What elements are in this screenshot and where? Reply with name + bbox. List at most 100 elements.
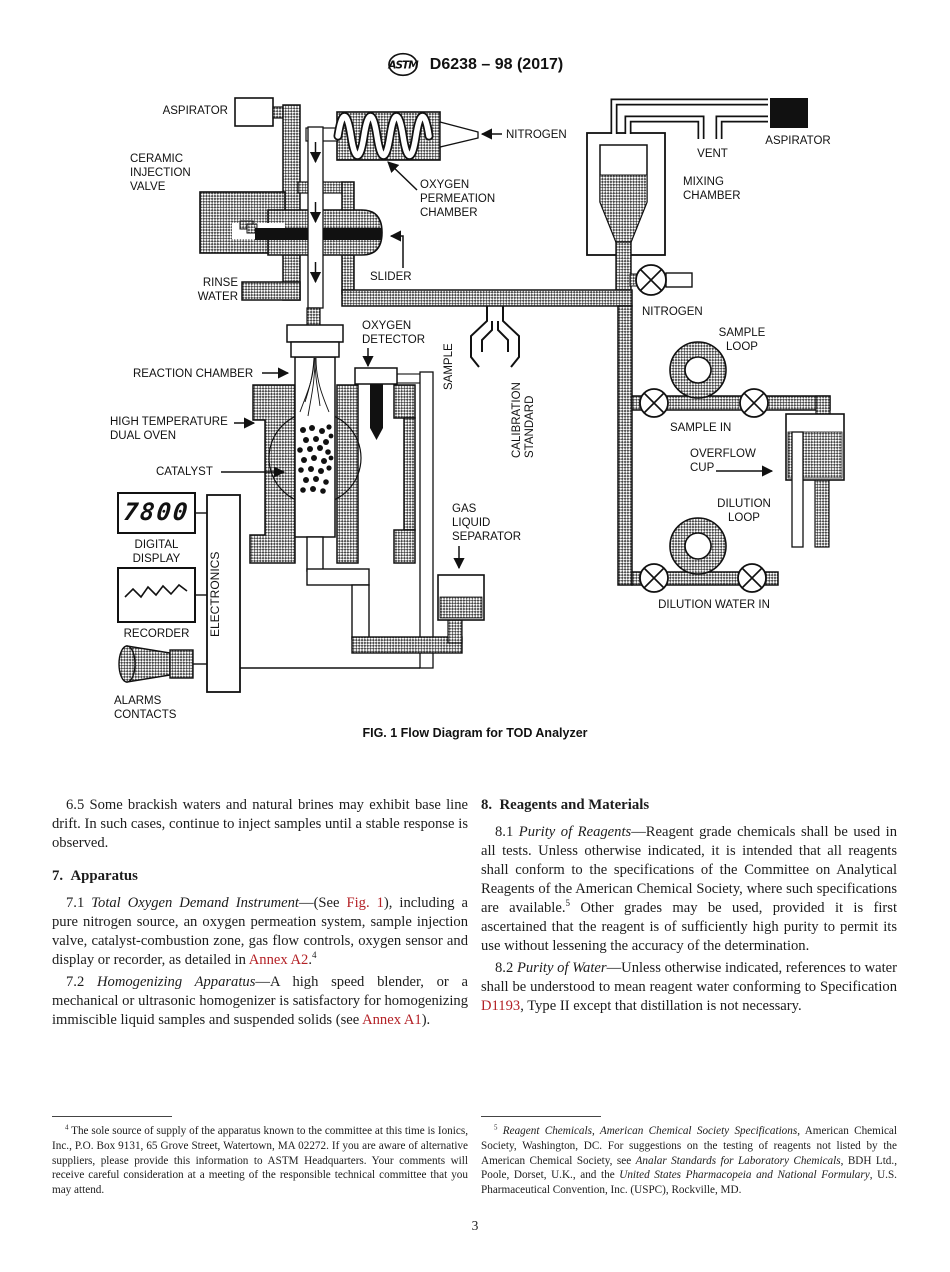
paragraph-8-1: 8.1 Purity of Reagents—Reagent grade che…: [481, 823, 897, 956]
page-number: 3: [471, 1218, 479, 1233]
astm-logo-icon: ASTM: [387, 52, 420, 77]
label-nitrogen-top: NITROGEN: [506, 129, 567, 141]
label-oxygen-permeation-chamber: OXYGEN PERMEATION CHAMBER: [420, 179, 496, 220]
text-run: —A high speed blender, or a mechanical o…: [52, 974, 469, 1028]
right-column: 8. Reagents and Materials 8.1 Purity of …: [481, 796, 897, 1198]
body-columns: 6.5 Some brackish waters and natural bri…: [52, 796, 898, 1198]
footnote-4-marker: 4: [65, 1123, 69, 1132]
text-run: , Type II except that distillation is no…: [520, 998, 802, 1014]
footnote-ref-4: 4: [312, 950, 317, 961]
footnote-5-italic: Analar Standards for Laboratory Chemical…: [635, 1154, 841, 1167]
footnote-5-text: , U.S. Pharmaceutical Convention, Inc. (…: [481, 1169, 897, 1197]
electronics-module: [193, 494, 420, 693]
sample-injection-tube: [307, 126, 324, 309]
recorder: [117, 567, 196, 623]
label-catalyst: CATALYST: [156, 466, 213, 478]
para-title: Total Oxygen Demand Instrument: [91, 895, 299, 911]
spray-lines: [299, 357, 330, 417]
footnote-5: 5 Reagent Chemicals, American Chemical S…: [481, 1116, 897, 1198]
link-fig-1[interactable]: Fig. 1: [346, 895, 384, 911]
main-carrier-pipe: [341, 289, 633, 586]
label-gas-liquid-separator: GAS LIQUID SEPARATOR: [452, 503, 522, 544]
label-reaction-chamber: REACTION CHAMBER: [133, 368, 254, 380]
oxygen-permeation-chamber: [305, 111, 479, 161]
text-run: —(See: [298, 895, 347, 911]
text-run: —Reagent grade chemicals shall be used i…: [481, 824, 898, 916]
left-column: 6.5 Some brackish waters and natural bri…: [52, 796, 468, 1198]
nitrogen-valve: [629, 264, 693, 296]
paragraph-7-2: 7.2 Homogenizing Apparatus—A high speed …: [52, 973, 468, 1030]
mixing-chamber: [586, 98, 808, 295]
footnote-5-text: , BDH Ltd., Poole, Dorset, U.K., and the: [481, 1154, 897, 1182]
text-run: Other grades may be used, provided it is…: [481, 900, 897, 954]
paragraph-6-5: 6.5 Some brackish waters and natural bri…: [52, 797, 468, 851]
para-number: 8.2: [495, 960, 517, 976]
footnote-5-italic: Reagent Chemicals, American Chemical Soc…: [497, 1125, 798, 1138]
section-heading-8: 8. Reagents and Materials: [481, 797, 650, 813]
label-alarms-contacts: ALARMS CONTACTS: [114, 695, 177, 722]
link-d1193[interactable]: D1193: [481, 998, 521, 1014]
para-title: Purity of Reagents: [518, 824, 632, 840]
figure-1: ASPIRATOR CERAMIC INJECTION VALVE NITROG…: [0, 90, 950, 750]
label-oxygen-detector: OXYGEN DETECTOR: [362, 320, 426, 347]
footnote-4: 4 The sole source of supply of the appar…: [52, 1116, 468, 1198]
paragraph-8-2: 8.2 Purity of Water—Unless otherwise ind…: [481, 959, 897, 1016]
label-digital-display: DIGITAL DISPLAY: [132, 539, 181, 566]
link-annex-a2[interactable]: Annex A2: [248, 952, 309, 968]
label-rinse-water: RINSE WATER: [197, 277, 238, 304]
gas-liquid-separator: [351, 574, 485, 654]
digital-display: [117, 492, 196, 534]
para-number: 8.1: [495, 824, 519, 840]
oxygen-detector: [354, 367, 434, 669]
digital-display-value: 7800: [122, 498, 191, 526]
label-ceramic-injection-valve: CERAMIC INJECTION VALVE: [130, 153, 191, 194]
sample-calibration-inlet: [470, 306, 520, 368]
dilution-circuit: [631, 517, 779, 593]
label-sample-loop: SAMPLE LOOP: [718, 327, 766, 354]
footnote-5-text: , American Chemical Society, Washington,…: [481, 1125, 897, 1167]
flow-diagram: [117, 97, 845, 693]
label-recorder: RECORDER: [123, 628, 190, 640]
label-nitrogen-valve: NITROGEN: [642, 306, 703, 318]
text-run: —Unless otherwise indicated, references …: [481, 960, 898, 995]
label-aspirator-left: ASPIRATOR: [162, 105, 228, 117]
label-sample-funnel: SAMPLE: [443, 343, 455, 390]
footnote-rule: [52, 1116, 172, 1118]
section-heading-7: 7. Apparatus: [52, 868, 138, 884]
label-vent: VENT: [697, 148, 728, 160]
label-overflow-cup: OVERFLOW CUP: [690, 448, 756, 475]
label-dilution-water-in: DILUTION WATER IN: [658, 599, 770, 611]
footnote-5-marker: 5: [494, 1123, 498, 1132]
page-header: ASTM D6238 – 98 (2017): [0, 52, 950, 77]
label-high-temperature-dual-oven: HIGH TEMPERATURE DUAL OVEN: [110, 416, 228, 443]
para-number: 7.1: [66, 895, 92, 911]
figure-caption: FIG. 1 Flow Diagram for TOD Analyzer: [362, 726, 588, 740]
catalyst-bed: [297, 424, 334, 494]
label-sample-in: SAMPLE IN: [670, 422, 732, 434]
footnote-ref-5: 5: [565, 898, 571, 909]
text-run: ), including a pure nitrogen source, an …: [52, 895, 469, 968]
footnote-rule: [481, 1116, 601, 1118]
label-dilution-loop: DILUTION LOOP: [717, 498, 771, 525]
label-calibration-standard: CALIBRATION STANDARD: [511, 382, 537, 458]
text-run: .: [308, 952, 313, 968]
label-electronics: ELECTRONICS: [208, 551, 222, 637]
standard-designation: D6238 – 98 (2017): [429, 55, 564, 73]
para-title: Homogenizing Apparatus: [96, 974, 256, 990]
label-mixing-chamber: MIXING CHAMBER: [683, 176, 741, 203]
footnote-4-text: The sole source of supply of the apparat…: [52, 1125, 468, 1197]
footnote-5-italic: United States Pharmacopeia and National …: [619, 1169, 870, 1182]
alarms-horn: [118, 645, 194, 683]
annotation-arrows: [221, 128, 774, 570]
aspirator-right-box: [770, 98, 808, 128]
label-aspirator-right: ASPIRATOR: [765, 135, 831, 147]
para-number: 7.2: [66, 974, 97, 990]
sample-loop-circuit: [631, 341, 831, 419]
astm-logo-text: ASTM: [387, 60, 419, 72]
para-title: Purity of Water: [516, 960, 607, 976]
label-slider: SLIDER: [370, 271, 412, 283]
overflow-cup: [785, 413, 845, 548]
link-annex-a1[interactable]: Annex A1: [362, 1012, 422, 1028]
reaction-chamber-assembly: [249, 307, 416, 640]
